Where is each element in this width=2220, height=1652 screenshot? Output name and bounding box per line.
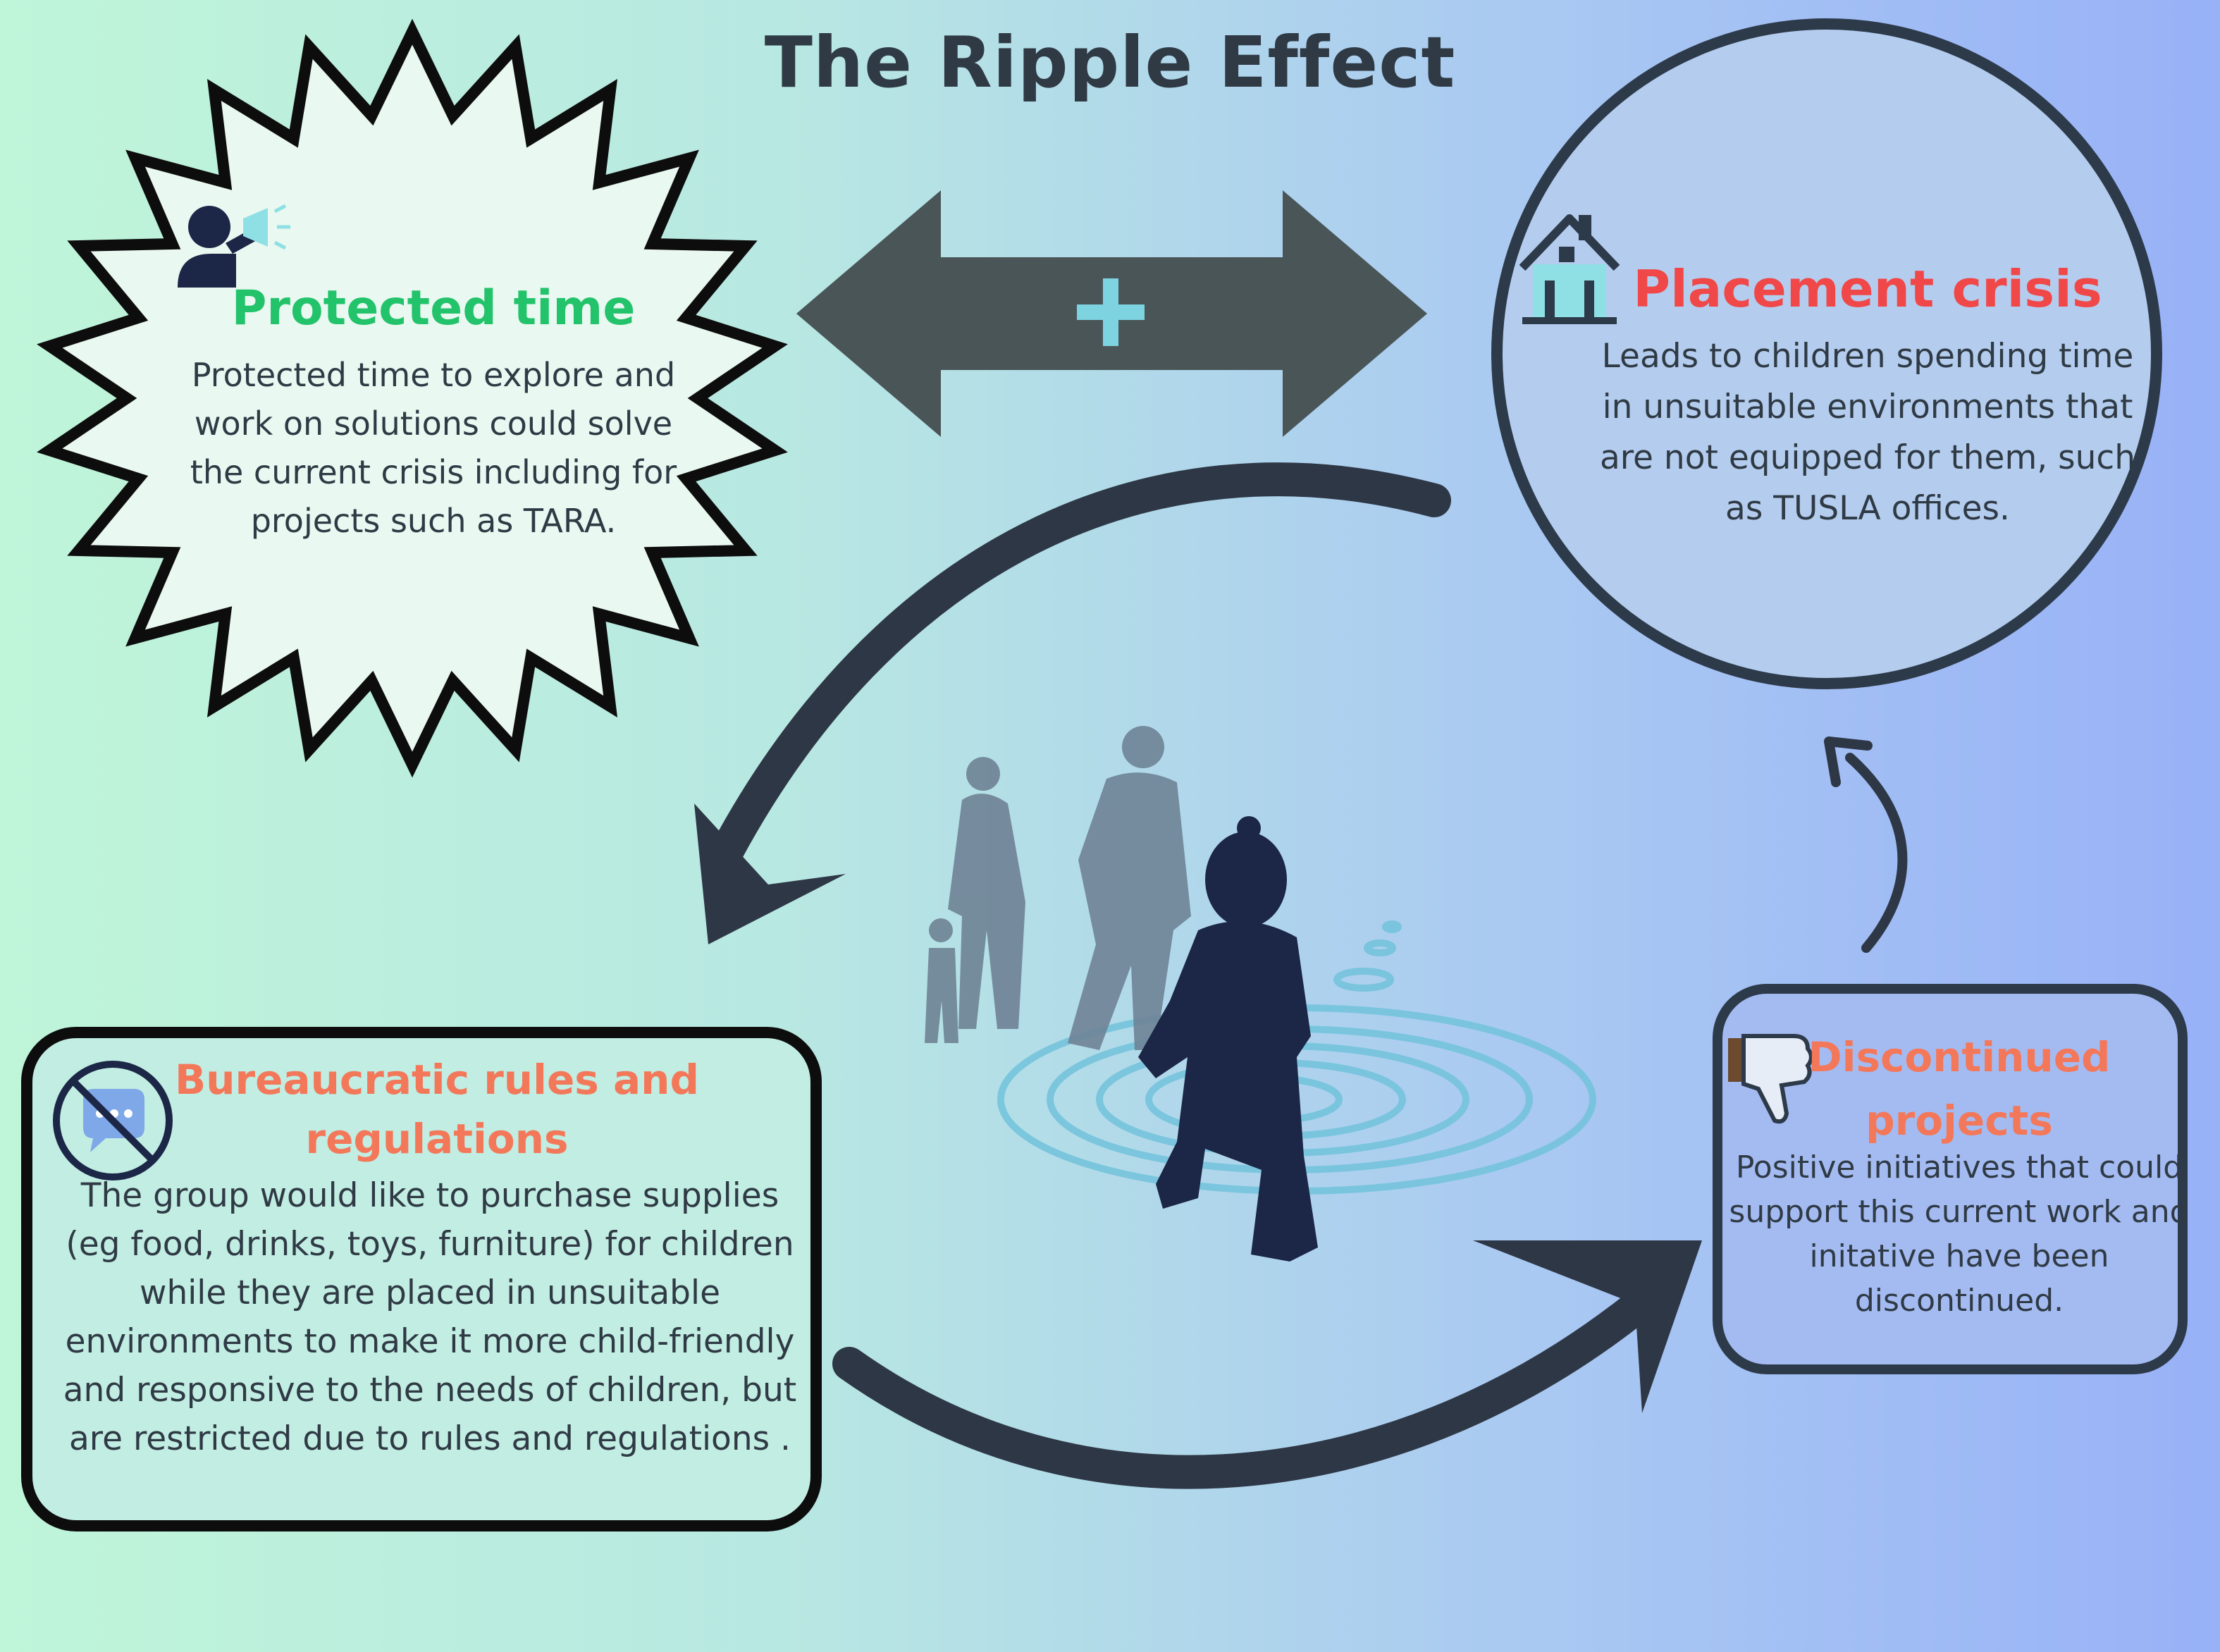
placement-crisis-circle (1491, 18, 2162, 689)
discontinued-body: Positive initiatives that could support … (1729, 1149, 2190, 1319)
bureaucratic-box (21, 1027, 822, 1531)
no-chat-icon (53, 1061, 173, 1181)
placement-crisis-title: Placement crisis (1633, 259, 2102, 319)
bureaucratic-title: Bureaucratic rules and regulations (175, 1056, 699, 1163)
bureaucratic-body: The group would like to purchase supplie… (63, 1176, 797, 1458)
diagram-title: The Ripple Effect (764, 21, 1456, 104)
plus-symbol (1077, 278, 1145, 346)
adult-silhouettes (925, 726, 1191, 1050)
child-silhouette (1138, 816, 1318, 1262)
house-icon (1519, 214, 1620, 324)
megaphone-person-icon (178, 204, 290, 288)
discontinued-title: Discontinued projects (1808, 1033, 2111, 1145)
curved-arrow-top (694, 462, 1451, 944)
protected-time-body: Protected time to explore and work on so… (190, 356, 677, 540)
protected-time-title: Protected time (231, 281, 636, 336)
small-curved-arrow (1824, 736, 1908, 953)
curved-arrow-bottom (832, 1240, 1702, 1489)
discontinued-box (1713, 984, 2188, 1374)
protected-time-starburst (37, 18, 788, 778)
thumbs-down-icon (1728, 1034, 1813, 1124)
placement-crisis-body: Leads to children spending time in unsui… (1599, 337, 2136, 528)
